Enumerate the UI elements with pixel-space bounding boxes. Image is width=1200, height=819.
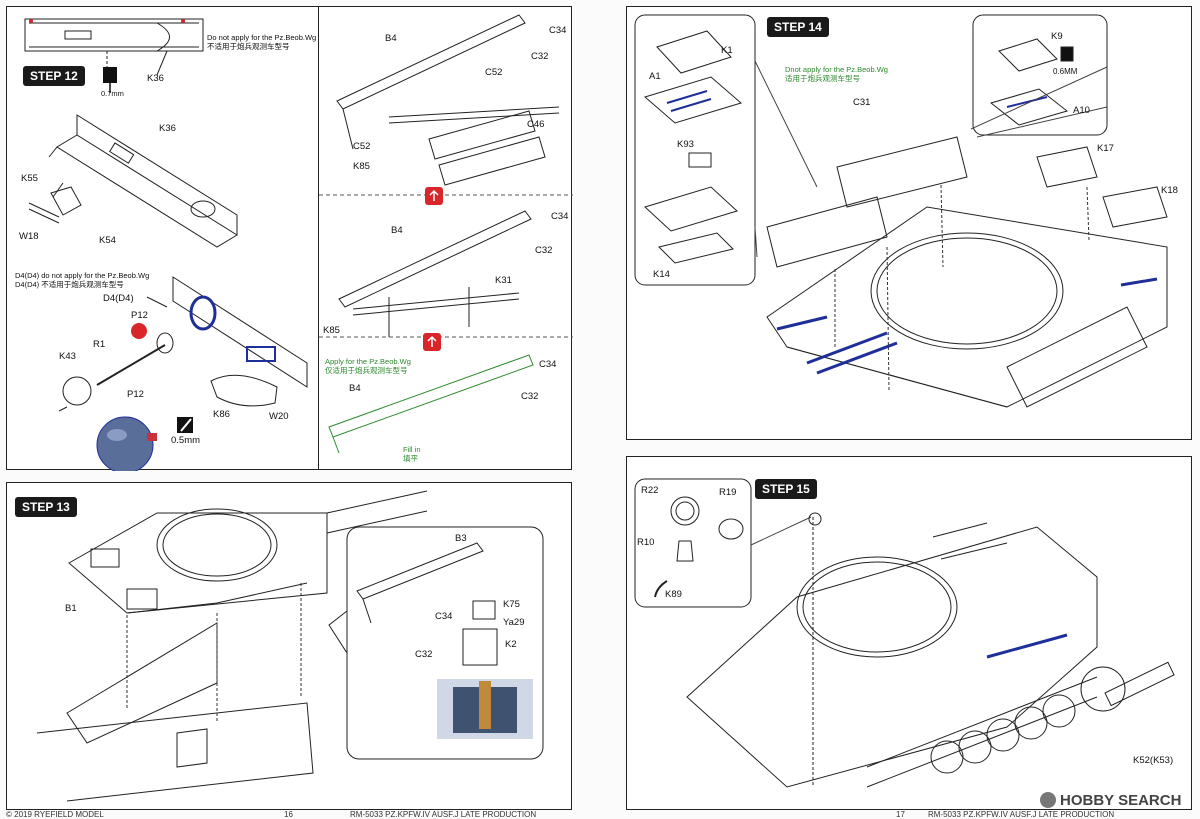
label-R1: R1 bbox=[93, 339, 106, 350]
step13-panel: STEP 13 B1 B3 K75 C34 bbox=[6, 482, 572, 810]
step15-panel: STEP 15 R22 R19 R10 K89 K52(K bbox=[626, 456, 1192, 810]
footer-title-left: RM-5033 PZ.KPFW.IV AUSF.J LATE PRODUCTIO… bbox=[350, 810, 537, 819]
label-K36: K36 bbox=[147, 73, 164, 84]
note-en: Fill in bbox=[403, 445, 421, 454]
label-C46: C46 bbox=[527, 119, 545, 130]
label-K17: K17 bbox=[1097, 143, 1114, 154]
drill-size-0-7: 0.7mm bbox=[101, 89, 124, 98]
drill-size-0-6: 0.6MM bbox=[1053, 67, 1078, 76]
label-K31: K31 bbox=[495, 275, 512, 286]
note-cn: 填平 bbox=[403, 454, 418, 463]
apply-note: Apply for the Pz.Beob.Wg 仅适用于炮兵观测车型号 bbox=[325, 357, 411, 375]
label-P12-detail: P12 bbox=[127, 389, 144, 400]
step12-title: STEP 12 bbox=[23, 66, 85, 86]
step15-title: STEP 15 bbox=[755, 479, 817, 499]
step12-skirts-panel: B4 C34 C32 C52 C52 C46 K85 B4 C34 C32 K3… bbox=[318, 6, 573, 470]
label-A1: A1 bbox=[649, 71, 661, 82]
fill-note: Fill in 填平 bbox=[403, 445, 421, 463]
label-B4: B4 bbox=[385, 33, 397, 44]
label-C32: C32 bbox=[531, 51, 549, 62]
label-C34: C34 bbox=[435, 611, 453, 622]
label-C32: C32 bbox=[415, 649, 433, 660]
label-C34: C34 bbox=[549, 25, 567, 36]
label-K52-K53: K52(K53) bbox=[1133, 755, 1174, 766]
step12-panel: STEP 12 bbox=[6, 6, 320, 471]
label-K54: K54 bbox=[99, 235, 116, 246]
label-R10: R10 bbox=[637, 537, 655, 548]
label-B4-2: B4 bbox=[391, 225, 403, 236]
note-en: Apply for the Pz.Beob.Wg bbox=[325, 357, 411, 366]
brand-watermark: HOBBY SEARCH bbox=[1060, 792, 1182, 809]
label-K2: K2 bbox=[505, 639, 517, 650]
skirts-drawing bbox=[319, 14, 573, 454]
label-B3: B3 bbox=[455, 533, 467, 544]
label-R22: R22 bbox=[641, 485, 659, 496]
label-K43: K43 bbox=[59, 351, 76, 362]
step14-title: STEP 14 bbox=[767, 17, 829, 37]
label-W18: W18 bbox=[19, 231, 39, 242]
label-K93: K93 bbox=[677, 139, 694, 150]
label-K85-2: K85 bbox=[323, 325, 340, 336]
label-K55: K55 bbox=[21, 173, 38, 184]
note-cn: 适用于炮兵观测车型号 bbox=[785, 74, 860, 83]
label-Ya29: Ya29 bbox=[503, 617, 525, 628]
label-K9: K9 bbox=[1051, 31, 1063, 42]
label-K1: K1 bbox=[721, 45, 733, 56]
label-R19: R19 bbox=[719, 487, 737, 498]
label-C31: C31 bbox=[853, 97, 871, 108]
step13-drawing bbox=[36, 490, 544, 802]
note-en: D4(D4) do not apply for the Pz.Beob.Wg bbox=[15, 271, 150, 280]
step14-note: Dnot apply for the Pz.Beob.Wg 适用于炮兵观测车型号 bbox=[785, 65, 888, 83]
no-glue-icon bbox=[131, 323, 147, 339]
label-B1: B1 bbox=[65, 603, 77, 614]
label-K14: K14 bbox=[653, 269, 670, 280]
footer-copyright: © 2019 RYEFIELD MODEL bbox=[6, 810, 104, 819]
label-P12: P12 bbox=[131, 310, 148, 321]
note-en: Do not apply for the Pz.Beob.Wg bbox=[207, 33, 317, 42]
step14-drawing bbox=[634, 14, 1168, 408]
drill-size-0-5: 0.5mm bbox=[171, 435, 201, 446]
step12-note-d4: D4(D4) do not apply for the Pz.Beob.Wg D… bbox=[15, 271, 149, 289]
label-K18: K18 bbox=[1161, 185, 1178, 196]
label-D4: D4(D4) bbox=[103, 293, 134, 304]
label-C34-3: C34 bbox=[539, 359, 557, 370]
label-K86: K86 bbox=[213, 409, 230, 420]
label-W20: W20 bbox=[269, 411, 289, 422]
label-C52-b: C52 bbox=[353, 141, 371, 152]
label-C52: C52 bbox=[485, 67, 503, 78]
step15-drawing bbox=[634, 478, 1175, 788]
footer-page-right: 17 bbox=[896, 810, 905, 819]
note-cn: 仅适用于炮兵观测车型号 bbox=[325, 366, 408, 375]
label-A10: A10 bbox=[1073, 105, 1090, 116]
label-K36-panel: K36 bbox=[159, 123, 176, 134]
footer-title-right: RM-5033 PZ.KPFW.IV AUSF.J LATE PRODUCTIO… bbox=[928, 810, 1115, 819]
note-cn: 不适用于炮兵观测车型号 bbox=[207, 42, 290, 51]
step12-note-top: Do not apply for the Pz.Beob.Wg 不适用于炮兵观测… bbox=[207, 33, 316, 51]
label-K89: K89 bbox=[665, 589, 682, 600]
label-B4-3: B4 bbox=[349, 383, 361, 394]
step14-panel: STEP 14 bbox=[626, 6, 1192, 440]
label-K75: K75 bbox=[503, 599, 520, 610]
label-K85: K85 bbox=[353, 161, 370, 172]
hobby-search-logo-icon bbox=[1040, 792, 1056, 808]
label-C34-2: C34 bbox=[551, 211, 569, 222]
note-cn: D4(D4) 不适用于炮兵观测车型号 bbox=[15, 280, 124, 289]
footer-page-left: 16 bbox=[284, 810, 293, 819]
note-en: Dnot apply for the Pz.Beob.Wg bbox=[785, 65, 888, 74]
label-C32-3: C32 bbox=[521, 391, 539, 402]
step13-title: STEP 13 bbox=[15, 497, 77, 517]
label-C32-2: C32 bbox=[535, 245, 553, 256]
step12-drawing bbox=[24, 18, 308, 471]
